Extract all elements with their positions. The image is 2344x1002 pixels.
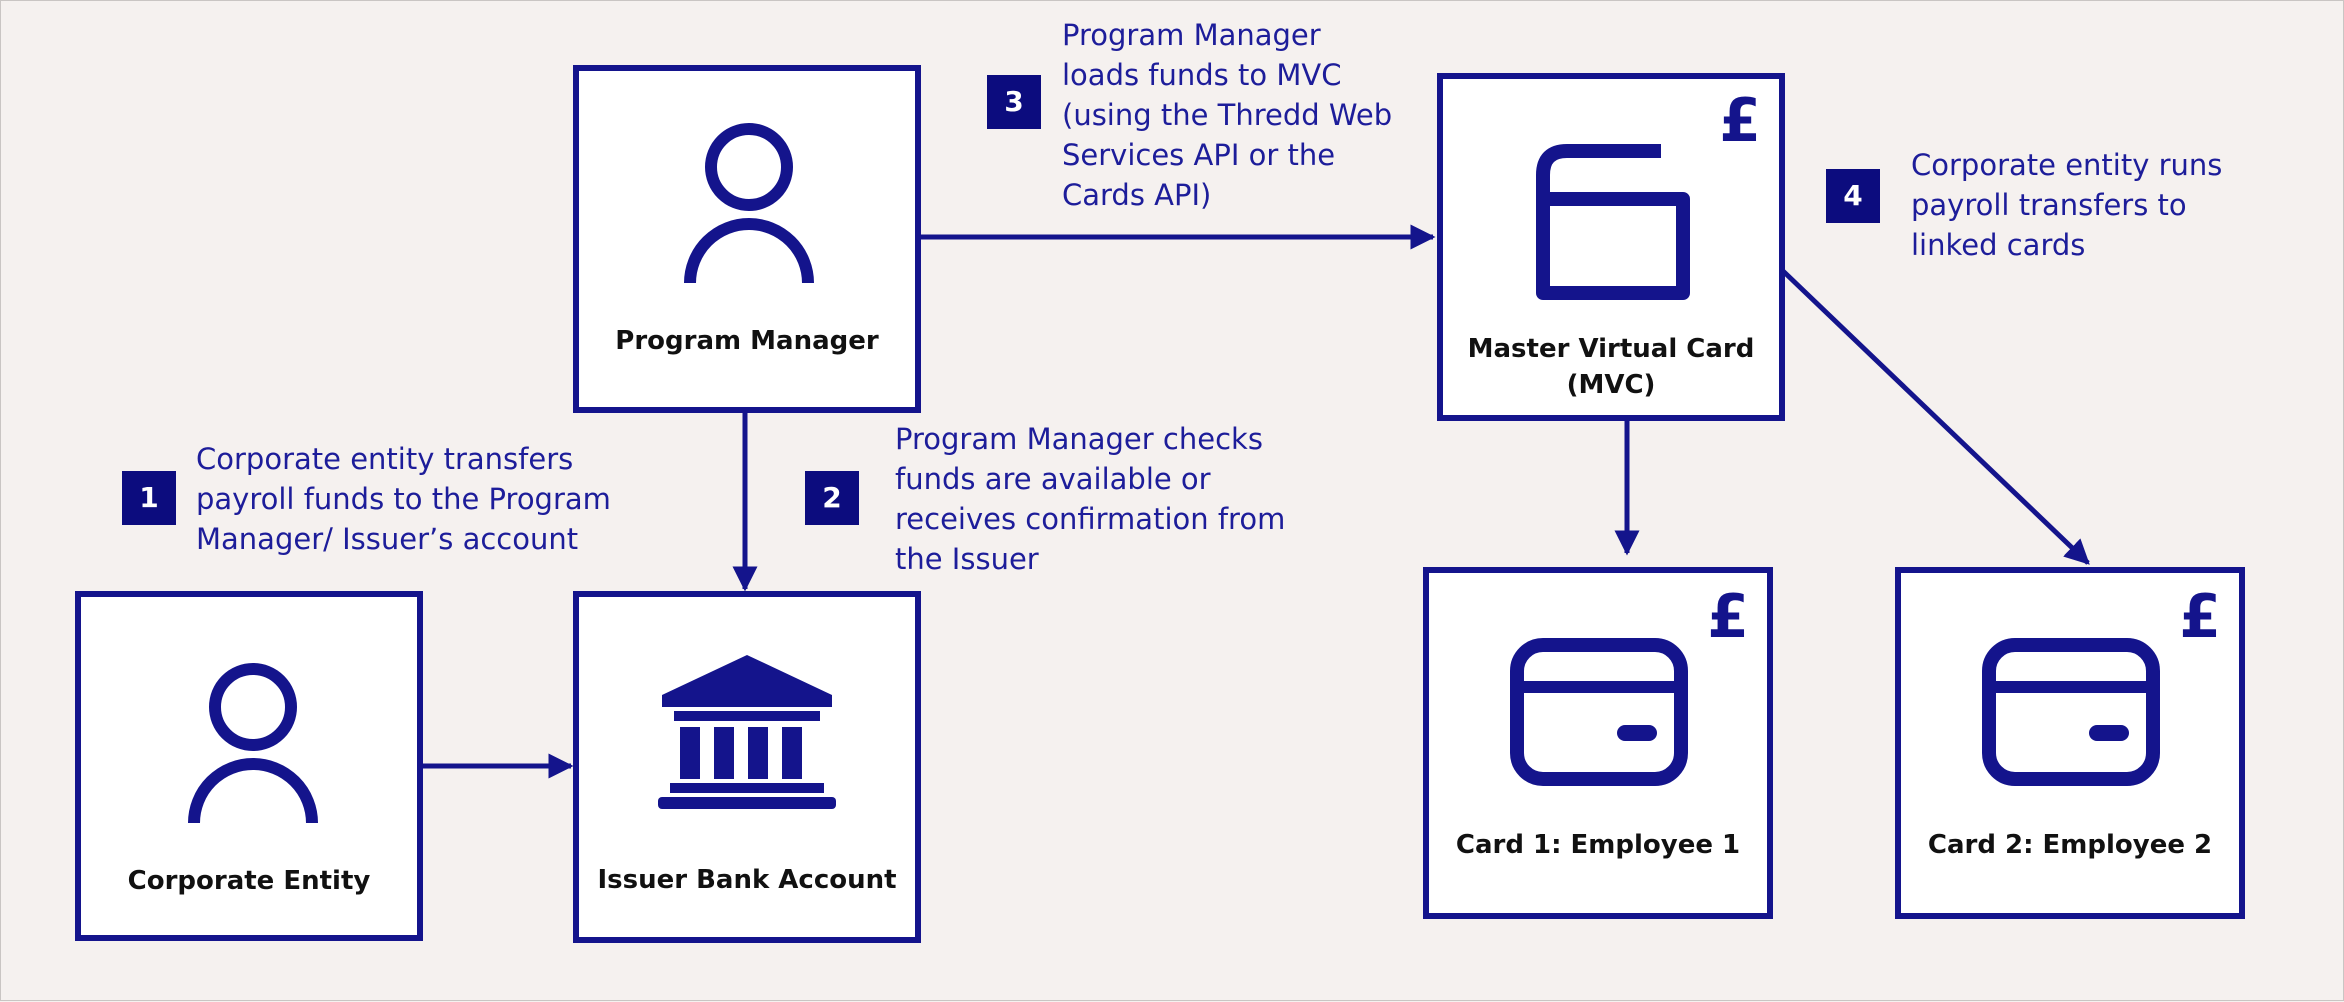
pound-icon: £	[1719, 86, 1761, 156]
arrow-mvc-to-card2	[1781, 269, 2090, 565]
credit-card-icon	[1982, 638, 2160, 786]
step-2-text: Program Manager checks funds are availab…	[895, 422, 1286, 576]
program-manager-label: Program Manager	[615, 326, 879, 356]
card2-label: Card 2: Employee 2	[1927, 830, 2213, 860]
step-4-badge: 4	[1826, 169, 1880, 223]
card1-node: £ Card 1: Employee 1	[1423, 567, 1773, 919]
mvc-node: £ Master Virtual Card (MVC)	[1437, 73, 1785, 421]
issuer-bank-node: Issuer Bank Account	[573, 591, 921, 943]
step-3-text: Program Manager loads funds to MVC (usin…	[1062, 18, 1393, 212]
step-1-badge: 1	[122, 471, 176, 525]
step-4-text: Corporate entity runs payroll transfers …	[1911, 148, 2223, 262]
issuer-bank-label: Issuer Bank Account	[597, 865, 897, 895]
step-3-badge: 3	[987, 75, 1041, 129]
card1-label: Card 1: Employee 1	[1455, 830, 1741, 860]
pound-icon: £	[2179, 582, 2221, 652]
corporate-entity-node: Corporate Entity	[75, 591, 423, 941]
step-1-text: Corporate entity transfers payroll funds…	[196, 442, 611, 556]
mvc-label: Master Virtual Card (MVC)	[1467, 334, 1755, 400]
credit-card-icon	[1510, 638, 1688, 786]
pound-icon: £	[1707, 582, 1749, 652]
corporate-entity-label: Corporate Entity	[127, 866, 371, 896]
person-icon	[684, 123, 814, 284]
wallet-icon	[1536, 144, 1690, 300]
bank-icon	[658, 655, 836, 809]
step-2-badge: 2	[805, 471, 859, 525]
program-manager-node: Program Manager	[573, 65, 921, 413]
person-icon	[188, 663, 318, 824]
card2-node: £ Card 2: Employee 2	[1895, 567, 2245, 919]
